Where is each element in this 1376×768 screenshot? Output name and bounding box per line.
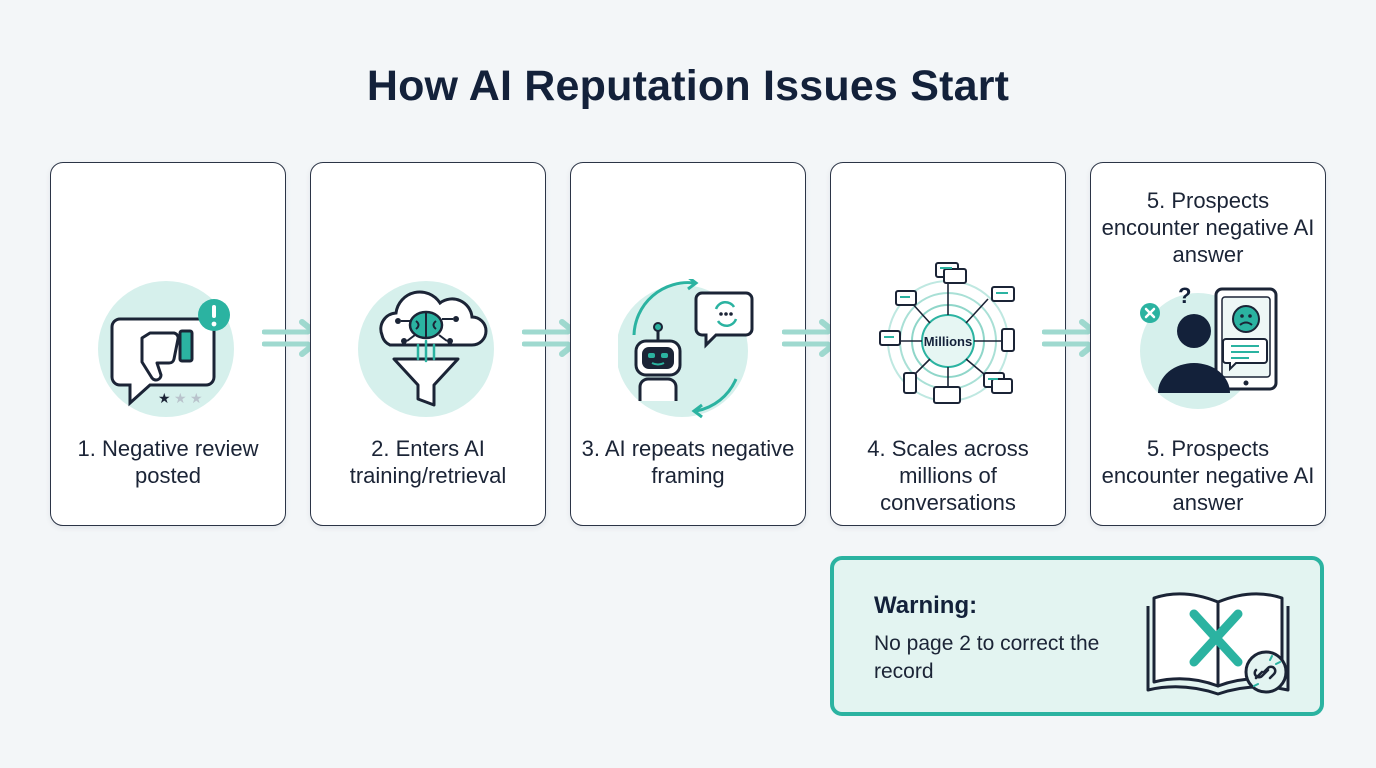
page-title: How AI Reputation Issues Start [366,62,1010,110]
step-card-3: 3. AI repeats negative framing [570,162,806,526]
step-card-4: Millions 4. Scales across millions of co… [830,162,1066,526]
thumbs-down-review-icon: ★ ★ ★ [98,281,234,417]
step-top-label: 5. Prospects encounter negative AI answe… [1101,188,1315,267]
person-tablet-sad-icon: ? [1140,283,1278,409]
warning-title: Warning: [874,592,978,619]
svg-text:★: ★ [174,391,187,407]
svg-text:★: ★ [158,391,171,407]
book-x-broken-link-icon [1146,592,1290,696]
svg-text:★: ★ [190,391,203,407]
robot-repeat-icon [618,279,754,419]
warning-box: Warning: No page 2 to correct the record [830,556,1324,716]
brain-cloud-funnel-icon [358,281,494,417]
step-label: 5. Prospects encounter negative AI answe… [1101,436,1315,515]
step-label: 3. AI repeats negative framing [581,436,795,488]
millions-network-icon: Millions [879,262,1015,404]
step-card-2: 2. Enters AI training/retrieval [310,162,546,526]
step-card-5: 5. Prospects encounter negative AI answe… [1090,162,1326,526]
svg-text:?: ? [1178,283,1191,308]
step-label: 1. Negative review posted [77,436,259,488]
step-label: 2. Enters AI training/retrieval [349,436,507,488]
step-label: 4. Scales across millions of conversatio… [867,436,1029,515]
step-card-1: ★ ★ ★ 1. Negative review posted [50,162,286,526]
millions-text: Millions [924,334,972,349]
warning-text: No page 2 to correct the record [874,632,1100,683]
